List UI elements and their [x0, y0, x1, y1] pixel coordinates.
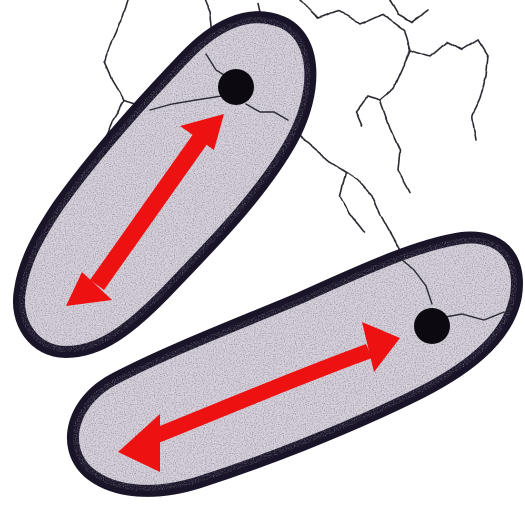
polar-body: [414, 308, 450, 344]
polar-body: [218, 69, 254, 105]
